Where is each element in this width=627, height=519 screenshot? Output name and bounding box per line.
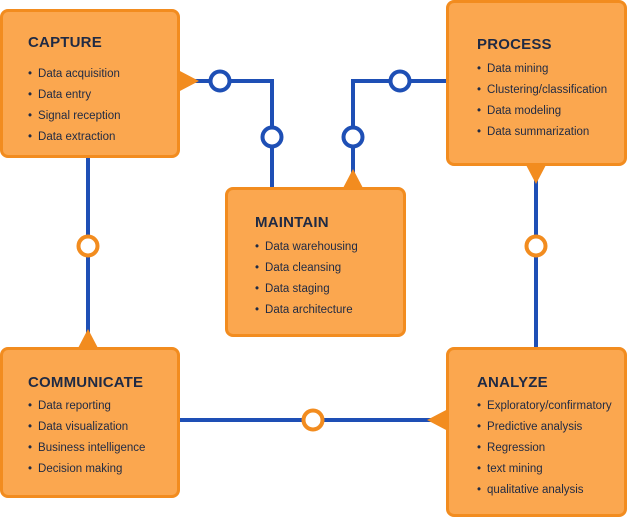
list-item: text mining (477, 459, 612, 480)
ring-capture-h (208, 69, 232, 93)
arrow-capture-right (178, 70, 199, 92)
connector-capture-maintain (178, 79, 274, 190)
list-item: Data staging (255, 279, 358, 300)
ring-capture-v (260, 125, 284, 149)
connector-process-maintain (351, 79, 449, 190)
analyze-item-list: Exploratory/confirmatory Predictive anal… (477, 396, 612, 501)
ring-communicate-capture (76, 234, 100, 258)
list-item: qualitative analysis (477, 480, 612, 501)
list-item: Data extraction (28, 127, 121, 148)
arrow-communicate-up (77, 329, 99, 350)
arrow-analyze-left (427, 409, 448, 431)
list-item: Signal reception (28, 106, 120, 127)
list-item: Exploratory/confirmatory (477, 396, 612, 417)
list-item: Predictive analysis (477, 417, 612, 438)
list-item: Regression (477, 438, 612, 459)
list-item: Decision making (28, 459, 145, 480)
list-item: Data modeling (477, 101, 607, 122)
ring-process-v (341, 125, 365, 149)
list-item: Data warehousing (255, 237, 358, 258)
list-item: Data summarization (477, 122, 607, 143)
process-title: PROCESS (477, 36, 552, 53)
process-box: PROCESS Data mining Clustering/classific… (446, 0, 627, 166)
list-item: Business intelligence (28, 438, 145, 459)
ring-process-h (388, 69, 412, 93)
list-item: Data entry (28, 85, 121, 106)
ring-process-analyze (524, 234, 548, 258)
ring-analyze-communicate (301, 408, 325, 432)
list-item: Data cleansing (255, 258, 358, 279)
analyze-box: ANALYZE Exploratory/confirmatory Predict… (446, 347, 627, 517)
maintain-title: MAINTAIN (255, 214, 329, 231)
list-item: Data mining (477, 59, 607, 80)
communicate-box: COMMUNICATE Data reporting Data visualiz… (0, 347, 180, 498)
communicate-item-list: Data reporting Data visualization Busine… (28, 396, 145, 480)
list-item: Data reporting (28, 396, 145, 417)
capture-title: CAPTURE (28, 34, 102, 51)
capture-item-list: Data acquisition Data entry Signal recep… (28, 64, 121, 148)
maintain-item-list: Data warehousing Data cleansing Data sta… (255, 237, 358, 321)
arrow-maintain-up (342, 169, 364, 190)
analyze-title: ANALYZE (477, 374, 548, 391)
list-item: Data architecture (255, 300, 358, 321)
list-item: Data acquisition (28, 64, 121, 85)
arrow-process-down (525, 163, 547, 184)
capture-box: CAPTURE Data acquisition Data entry Sign… (0, 9, 180, 158)
list-item: Clustering/classification (477, 80, 607, 101)
list-item: Data visualization (28, 417, 145, 438)
communicate-title: COMMUNICATE (28, 374, 144, 391)
process-item-list: Data mining Clustering/classification Da… (477, 59, 607, 143)
maintain-box: MAINTAIN Data warehousing Data cleansing… (225, 187, 406, 337)
